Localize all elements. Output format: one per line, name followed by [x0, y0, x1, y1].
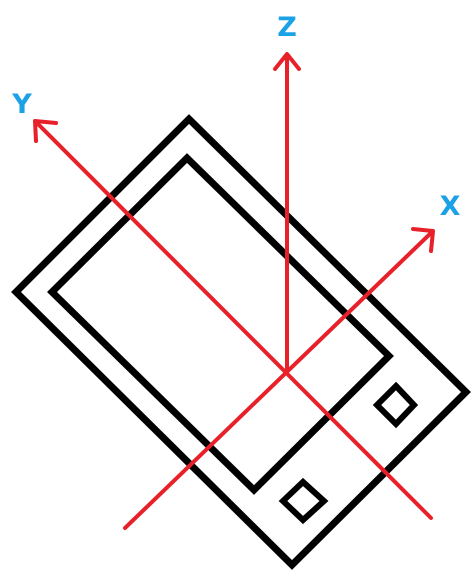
- device-button-lower: [283, 482, 324, 520]
- device-outer-outline: [16, 119, 466, 565]
- y-axis-label: Y: [11, 89, 32, 120]
- device-button-upper: [377, 386, 414, 424]
- z-axis-label: Z: [277, 12, 297, 43]
- y-axis-line: [36, 122, 431, 518]
- x-axis-label: X: [440, 191, 461, 222]
- axes-group: [35, 54, 433, 528]
- x-axis-line: [125, 232, 432, 528]
